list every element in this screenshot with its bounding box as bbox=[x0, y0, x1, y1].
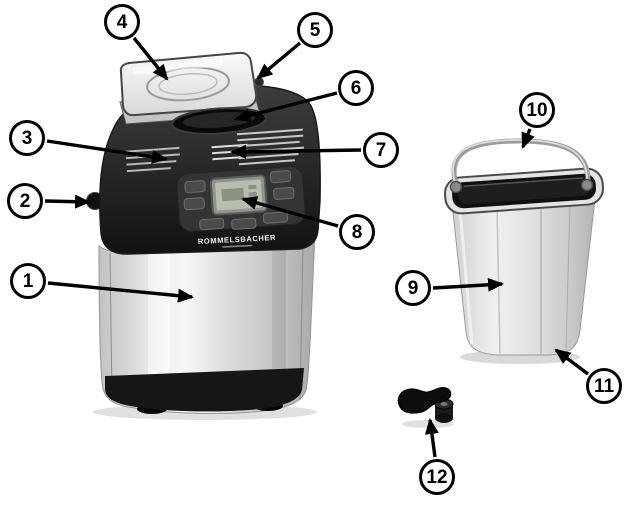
arrow-12 bbox=[424, 418, 439, 458]
callout-5: 5 bbox=[297, 12, 333, 48]
housing-seam-left bbox=[109, 252, 113, 401]
callout-12: 12 bbox=[419, 459, 455, 495]
housing-sheen bbox=[148, 253, 170, 405]
callout-3: 3 bbox=[9, 120, 45, 156]
brand-label: ROMMELSBACHER bbox=[198, 233, 277, 246]
arrow-11 bbox=[554, 348, 590, 376]
callout-7: 7 bbox=[363, 132, 399, 168]
callout-11: 11 bbox=[586, 368, 622, 404]
callout-6: 6 bbox=[338, 70, 374, 106]
pan-body bbox=[450, 189, 597, 356]
machine-base bbox=[105, 368, 304, 412]
pan-facet-3 bbox=[565, 202, 571, 351]
callout-4: 4 bbox=[104, 4, 140, 40]
arrow-6 bbox=[234, 91, 338, 123]
handle-hinge-left bbox=[449, 180, 463, 194]
handle-hinge-right bbox=[580, 178, 594, 192]
lid bbox=[119, 51, 258, 117]
arrow-7 bbox=[230, 144, 362, 159]
paddle-hub-hole bbox=[440, 402, 448, 406]
arrow-4 bbox=[132, 36, 169, 81]
lcd-indicator-1 bbox=[248, 184, 257, 190]
callout-10: 10 bbox=[519, 92, 555, 128]
control-panel bbox=[176, 165, 306, 232]
callout-2: 2 bbox=[7, 183, 43, 219]
lcd-indicator-2 bbox=[248, 191, 257, 197]
callout-8: 8 bbox=[339, 214, 375, 250]
callout-1: 1 bbox=[10, 263, 46, 299]
pan-rim bbox=[444, 167, 604, 215]
baking-pan bbox=[444, 138, 604, 364]
arrow-8 bbox=[241, 196, 339, 228]
arrow-3 bbox=[46, 139, 168, 164]
brand-tagline-line bbox=[222, 244, 253, 248]
lid-window-inner bbox=[158, 72, 218, 96]
lcd-digits bbox=[221, 187, 245, 202]
arrow-9 bbox=[432, 277, 504, 292]
brand-plate: ROMMELSBACHER bbox=[198, 233, 277, 248]
housing-shade bbox=[272, 250, 286, 400]
arrow-1 bbox=[47, 281, 194, 303]
arrow-2 bbox=[44, 194, 91, 209]
callout-arrows bbox=[44, 36, 590, 458]
arrow-5 bbox=[256, 41, 302, 80]
control-buttons bbox=[183, 170, 295, 231]
callout-9: 9 bbox=[395, 270, 431, 306]
pan-handle-shine bbox=[452, 139, 588, 184]
arrow-10 bbox=[521, 128, 535, 149]
kneading-paddle bbox=[397, 387, 454, 428]
paddle-hub-bottom bbox=[435, 413, 453, 423]
pan-interior-highlight bbox=[463, 177, 584, 187]
paddle-blade bbox=[397, 387, 452, 414]
pan-edge-highlight bbox=[458, 209, 474, 345]
